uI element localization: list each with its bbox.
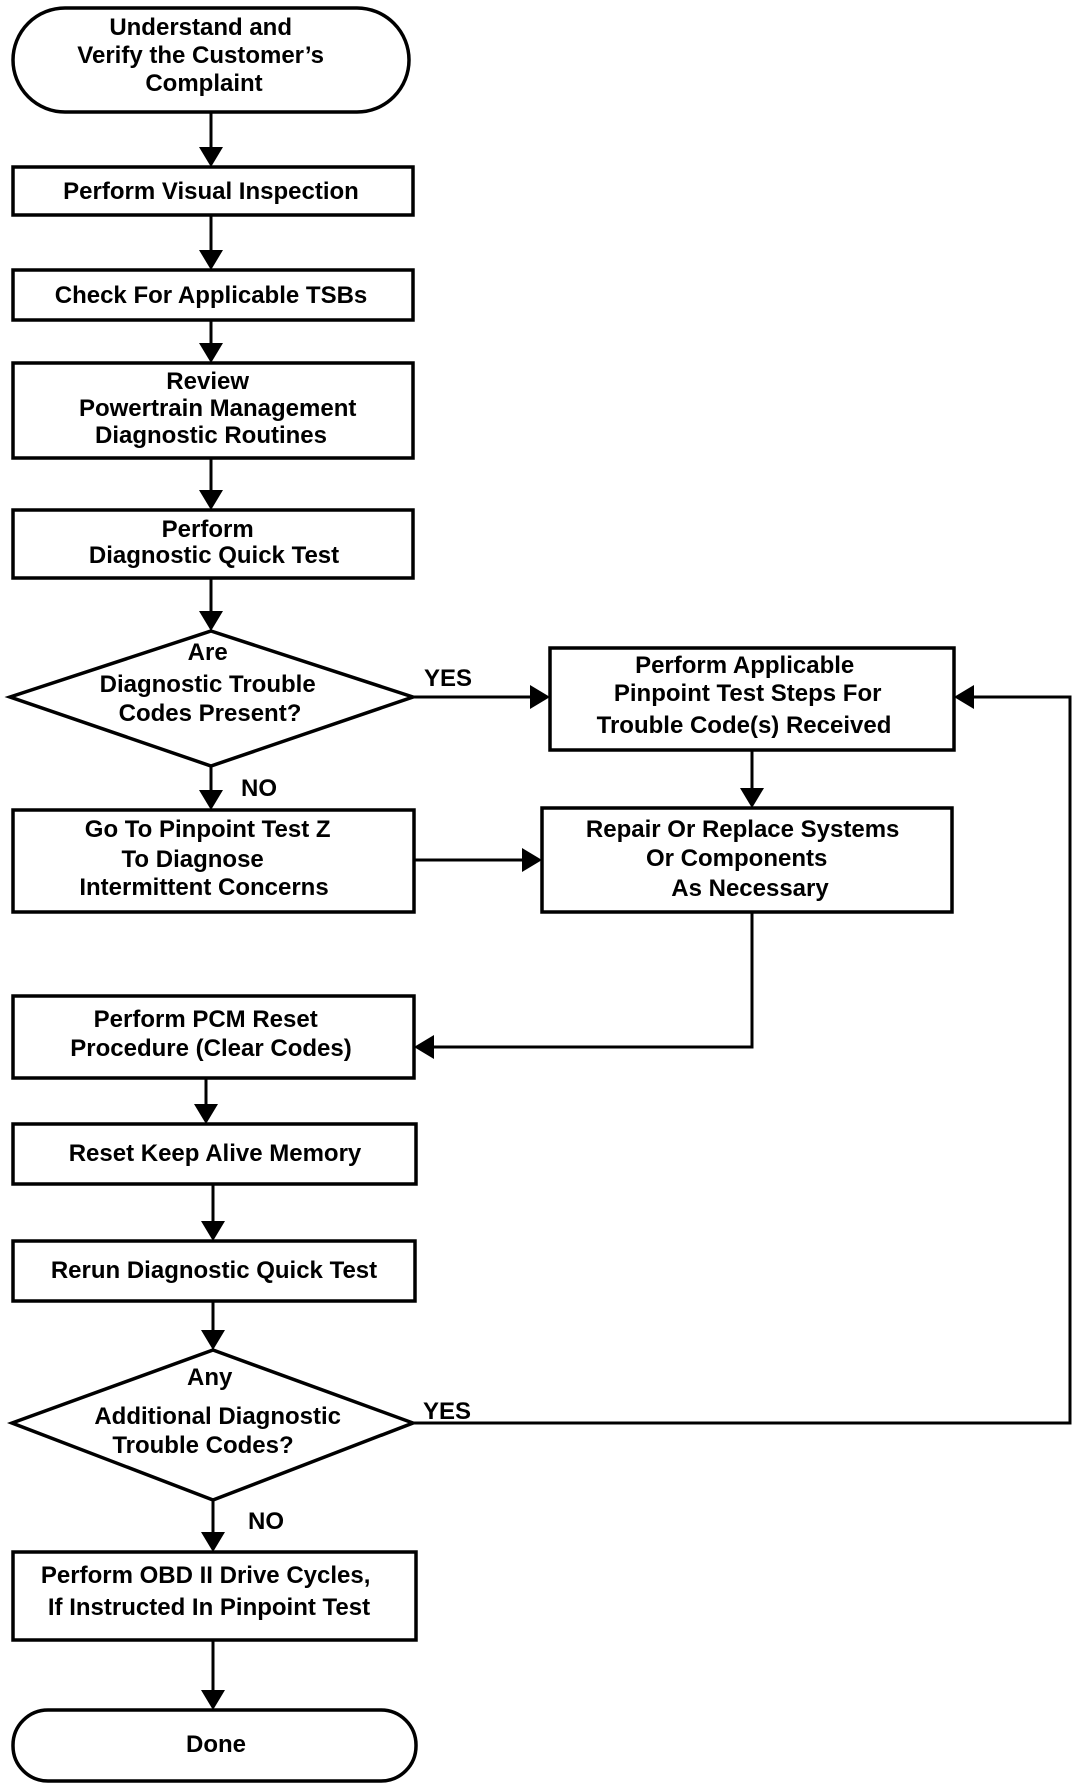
edge-label-dtc-no: NO: [241, 775, 277, 802]
edge-drive-cycles-to-done: [201, 1640, 225, 1710]
node-visual-inspection-label: Perform Visual Inspection: [63, 178, 359, 205]
edge-repair-to-pcm-reset: [414, 912, 754, 1059]
node-quick-test-label: Perform Diagnostic Quick Test: [89, 516, 339, 569]
edge-start-to-visual: [199, 112, 223, 167]
node-pinpoint-test-z: Go To Pinpoint Test Z To Diagnose Interm…: [11, 808, 416, 914]
node-done-label: Done: [186, 1731, 246, 1758]
edge-pcm-reset-to-kam-reset: [194, 1078, 218, 1124]
node-additional-dtc-decision: Any Additional Diagnostic Trouble Codes?: [6, 1348, 418, 1502]
node-pinpoint-steps: Perform Applicable Pinpoint Test Steps F…: [548, 646, 956, 752]
edge-label-additional-no: NO: [248, 1508, 284, 1535]
edge-additional-dtc-to-drive-cycles: [201, 1500, 225, 1552]
edge-label-dtc-yes: YES: [424, 665, 472, 692]
node-dtc-present-decision: Are Diagnostic Trouble Codes Present?: [4, 629, 419, 768]
edge-dtc-present-to-pinpoint-steps: [413, 685, 550, 709]
edge-quicktest-to-dtc-present: [199, 578, 223, 631]
edge-label-additional-yes: YES: [423, 1398, 471, 1425]
edge-pinpoint-steps-to-repair: [740, 750, 764, 808]
node-start-label: Understand and Verify the Customer’s Com…: [77, 14, 330, 97]
node-repair-replace-label: Repair Or Replace Systems Or Components …: [586, 816, 906, 902]
node-kam-reset: Reset Keep Alive Memory: [11, 1122, 418, 1186]
node-pinpoint-test-z-label: Go To Pinpoint Test Z To Diagnose Interm…: [79, 816, 337, 901]
node-drive-cycles-label: Perform OBD II Drive Cycles, If Instruct…: [41, 1562, 377, 1621]
node-rerun-quick-test-label: Rerun Diagnostic Quick Test: [51, 1257, 377, 1284]
edge-visual-to-tsb: [199, 215, 223, 270]
node-check-tsbs-label: Check For Applicable TSBs: [55, 282, 368, 309]
edge-tsb-to-review: [199, 320, 223, 363]
node-quick-test: Perform Diagnostic Quick Test: [11, 508, 415, 580]
node-review-routines-label: Review Powertrain Management Diagnostic …: [79, 368, 363, 449]
node-pcm-reset: Perform PCM Reset Procedure (Clear Codes…: [11, 994, 416, 1080]
edge-review-to-quicktest: [199, 458, 223, 510]
node-rerun-quick-test: Rerun Diagnostic Quick Test: [11, 1239, 417, 1303]
edge-kam-reset-to-rerun: [201, 1184, 225, 1241]
node-dtc-present-label: Are Diagnostic Trouble Codes Present?: [100, 639, 323, 727]
edge-pinpoint-z-to-repair: [414, 848, 542, 872]
node-additional-dtc-label: Any Additional Diagnostic Trouble Codes?: [94, 1364, 347, 1459]
node-repair-replace: Repair Or Replace Systems Or Components …: [540, 806, 954, 914]
edge-additional-dtc-to-pinpoint-steps: [413, 685, 1072, 1425]
node-check-tsbs: Check For Applicable TSBs: [11, 268, 415, 322]
node-pcm-reset-label: Perform PCM Reset Procedure (Clear Codes…: [70, 1006, 351, 1062]
node-start: Understand and Verify the Customer’s Com…: [11, 6, 411, 114]
node-done: Done: [11, 1708, 418, 1783]
node-drive-cycles: Perform OBD II Drive Cycles, If Instruct…: [11, 1550, 418, 1642]
node-pinpoint-steps-label: Perform Applicable Pinpoint Test Steps F…: [597, 652, 892, 739]
edge-dtc-present-to-pinpoint-z: [199, 766, 223, 810]
node-review-routines: Review Powertrain Management Diagnostic …: [11, 361, 415, 460]
node-kam-reset-label: Reset Keep Alive Memory: [69, 1140, 362, 1167]
node-visual-inspection: Perform Visual Inspection: [11, 165, 415, 217]
edge-rerun-to-additional-dtc: [201, 1301, 225, 1350]
